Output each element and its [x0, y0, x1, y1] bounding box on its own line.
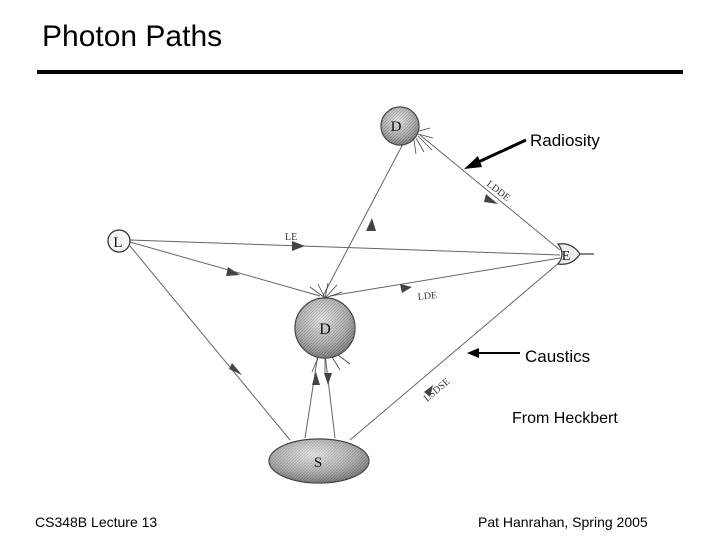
radiosity-annotation: Radiosity — [530, 131, 600, 150]
edge-light-to-specular — [129, 245, 291, 441]
edge-diffuse-top-to-eye — [419, 134, 561, 251]
light-source: L — [107, 229, 131, 253]
light-label: L — [113, 235, 122, 251]
eye: E — [556, 243, 594, 265]
footer-course: CS348B Lecture 13 — [35, 514, 158, 530]
footer-author: Pat Hanrahan, Spring 2005 — [478, 514, 648, 530]
path-arrowheads — [226, 194, 498, 397]
title-underline — [37, 70, 683, 74]
radiosity-pointer-arrowhead — [464, 156, 482, 169]
arrowhead-diffuse-up — [366, 218, 376, 231]
edge-specular-to-eye — [349, 261, 561, 441]
arrowhead-light-diffuse — [226, 267, 240, 276]
arrowhead-lde — [400, 284, 412, 293]
edge-diffuse-mid-to-eye — [329, 257, 561, 297]
source-annotation: From Heckbert — [512, 410, 618, 427]
annotation-arrows — [464, 138, 527, 358]
edge-light-to-diffuse-mid — [129, 241, 321, 297]
edge-light-to-eye — [129, 239, 561, 256]
caustics-pointer-arrowhead — [467, 348, 479, 358]
specular-surface: S — [268, 438, 370, 484]
diffuse-sphere-mid: D — [294, 282, 356, 373]
edge-specular-to-diffuse-mid-b — [324, 353, 336, 439]
arrowhead-specular-diffuse-b — [324, 373, 332, 385]
edge-specular-to-diffuse-mid-a — [304, 353, 319, 439]
arrowhead-lsdse — [424, 385, 433, 397]
slide-title: Photon Paths — [42, 20, 223, 53]
arrowhead-le — [292, 241, 305, 251]
arrowhead-light-specular — [229, 363, 242, 375]
path-lines — [129, 134, 561, 441]
arrowhead-ldde — [484, 194, 498, 204]
path-labels: LE LDDE LDE LSDSE — [285, 179, 512, 405]
edge-diffuse-mid-to-diffuse-top — [322, 139, 406, 297]
diffuse-sphere-top: D — [380, 106, 434, 155]
path-label-le: LE — [285, 232, 297, 243]
path-label-lde: LDE — [417, 290, 437, 303]
arrowhead-specular-diffuse-a — [312, 372, 320, 385]
caustics-annotation: Caustics — [525, 347, 591, 366]
diffuse-top-label: D — [391, 119, 402, 135]
diffuse-mid-label: D — [319, 321, 331, 338]
specular-label: S — [314, 455, 322, 471]
scatter-rays-mid — [309, 282, 351, 373]
eye-label: E — [562, 249, 571, 264]
scatter-rays-top — [413, 127, 434, 155]
